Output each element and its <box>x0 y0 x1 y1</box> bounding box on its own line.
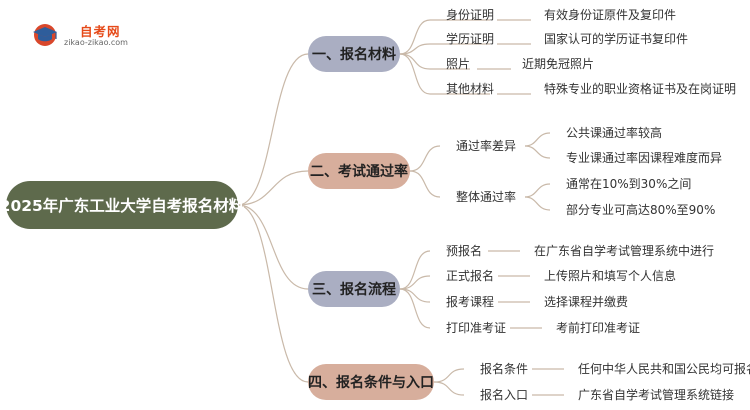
detail-registration-entry: 广东省自学考试管理系统链接 <box>578 388 735 402</box>
connector-cat2-item2 <box>409 170 441 198</box>
root-topic: 2025年广东工业大学自考报名材料 <box>0 181 244 229</box>
category-registration-materials: 一、报名材料 <box>308 36 400 72</box>
connector-root-cat4 <box>237 204 309 383</box>
connector-cat3-item2 <box>399 275 431 290</box>
connector-cat3-item3 <box>399 288 431 303</box>
connector-root-cat3 <box>237 204 309 290</box>
detail-some-majors-range: 部分专业可高达80%至90% <box>566 203 716 217</box>
connector-cat1-item1 <box>399 19 490 55</box>
detail-major-course-rate: 专业课通过率因课程难度而异 <box>566 151 723 165</box>
connector-cat2-item1 <box>409 145 441 172</box>
detail-photo: 近期免冠照片 <box>522 57 595 71</box>
logo-title: 自考网 <box>80 24 121 39</box>
detail-overall-range: 通常在10%到30%之间 <box>566 177 692 191</box>
detail-course-application: 选择课程并缴费 <box>544 295 629 309</box>
connector-cat3-item1 <box>399 250 431 290</box>
detail-registration-conditions: 任何中华人民共和国公民均可报名 <box>578 362 750 376</box>
item-id-proof: 身份证明 <box>446 8 495 22</box>
graduation-cap-icon <box>33 27 57 42</box>
detail-public-course-rate: 公共课通过率较高 <box>566 126 663 140</box>
category-conditions-entry: 四、报名条件与入口 <box>308 364 434 400</box>
item-registration-conditions: 报名条件 <box>480 362 529 376</box>
connector-cat4-item2 <box>433 381 465 396</box>
item-formal-registration: 正式报名 <box>446 269 495 283</box>
detail-education-proof: 国家认可的学历证书复印件 <box>544 32 689 46</box>
detail-print-admission-ticket: 考前打印准考证 <box>556 321 641 335</box>
connector-cat1-item4 <box>399 53 490 95</box>
connector-cat3-item4 <box>399 288 431 329</box>
connector-cat4-item1 <box>433 368 465 383</box>
detail-formal-registration: 上传照片和填写个人信息 <box>544 269 677 283</box>
item-pre-registration: 预报名 <box>446 244 483 258</box>
detail-id-proof: 有效身份证原件及复印件 <box>544 8 677 22</box>
site-logo[interactable]: 自考网 zikao-zikao.com <box>28 20 158 50</box>
category-registration-process: 三、报名流程 <box>308 271 400 307</box>
item-print-admission-ticket: 打印准考证 <box>446 321 507 335</box>
detail-pre-registration: 在广东省自学考试管理系统中进行 <box>534 244 715 258</box>
item-overall-pass-rate: 整体通过率 <box>456 190 517 204</box>
category-pass-rate: 二、考试通过率 <box>308 153 410 189</box>
connector-root-cat1 <box>237 53 309 206</box>
item-photo: 照片 <box>446 57 471 71</box>
item-education-proof: 学历证明 <box>446 32 495 46</box>
logo-subtitle: zikao-zikao.com <box>64 38 128 47</box>
item-course-application: 报考课程 <box>446 295 495 309</box>
item-registration-entry: 报名入口 <box>480 388 529 402</box>
item-other-materials: 其他材料 <box>446 82 495 96</box>
connector-cat1-item2 <box>399 43 490 55</box>
detail-other-materials: 特殊专业的职业资格证书及在岗证明 <box>544 82 737 96</box>
connector-root-cat2 <box>237 170 309 206</box>
item-pass-rate-difference: 通过率差异 <box>456 139 517 153</box>
